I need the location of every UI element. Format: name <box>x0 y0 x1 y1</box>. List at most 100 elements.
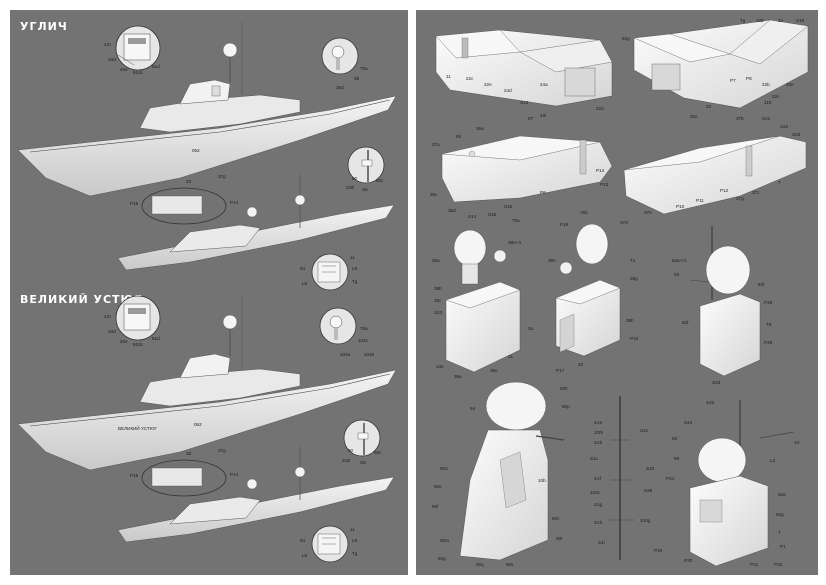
svg-text:S30: S30 <box>346 185 355 190</box>
svg-text:33: 33 <box>186 179 192 184</box>
svg-text:P16: P16 <box>630 336 639 341</box>
svg-text:T: T <box>778 530 781 535</box>
ship1-title: УГЛИЧ <box>20 20 68 33</box>
svg-text:34: 34 <box>528 326 534 331</box>
svg-text:S14: S14 <box>468 214 477 219</box>
svg-text:L9: L9 <box>302 281 308 286</box>
svg-text:64: 64 <box>300 266 306 271</box>
svg-text:T0: T0 <box>766 322 772 327</box>
svg-text:38n: 38n <box>548 258 556 263</box>
svg-text:62f: 62f <box>758 282 765 287</box>
svg-text:100g: 100g <box>640 518 651 523</box>
svg-text:P8: P8 <box>746 76 752 81</box>
svg-text:23e: 23e <box>786 82 794 87</box>
svg-text:75b: 75b <box>580 210 588 215</box>
svg-text:63a+r1: 63a+r1 <box>672 258 687 263</box>
svg-text:S19: S19 <box>796 18 805 23</box>
svg-text:35c: 35c <box>430 192 438 197</box>
superstructure-block-2: 37b S21 S22 S23 37g 37c T P10 P11 P12 37… <box>620 116 807 225</box>
svg-text:P18: P18 <box>560 222 569 227</box>
svg-text:510c: 510c <box>133 342 144 347</box>
svg-text:P17: P17 <box>556 368 565 373</box>
svg-text:L3: L3 <box>770 458 776 463</box>
svg-text:S1c: S1c <box>590 456 599 461</box>
svg-text:T: T <box>778 180 781 185</box>
svg-text:63: 63 <box>674 272 680 277</box>
svg-text:33: 33 <box>186 451 192 456</box>
svg-text:60m: 60m <box>440 538 449 543</box>
svg-text:60t: 60t <box>556 536 563 541</box>
svg-text:62g: 62g <box>776 512 784 517</box>
svg-text:40e: 40e <box>120 339 128 344</box>
svg-text:43i: 43i <box>540 113 546 118</box>
svg-text:62a: 62a <box>778 492 786 497</box>
svg-text:S41: S41 <box>640 428 649 433</box>
deckhouse-2: 62g Tg 105 10 S19 P7 P8 20 22b 23e 22c 1… <box>622 18 809 119</box>
svg-text:10e: 10e <box>436 364 444 369</box>
svg-text:100l: 100l <box>594 430 603 435</box>
svg-text:38g: 38g <box>630 276 638 281</box>
svg-text:P22: P22 <box>774 562 783 567</box>
svg-text:105: 105 <box>756 18 764 23</box>
svg-text:104c: 104c <box>358 338 369 343</box>
svg-text:10: 10 <box>778 18 784 23</box>
svg-text:5T: 5T <box>528 116 534 121</box>
svg-text:40e: 40e <box>120 67 128 72</box>
svg-text:60s: 60s <box>506 562 514 567</box>
svg-text:42c: 42c <box>104 42 112 47</box>
svg-text:T1: T1 <box>630 258 636 263</box>
svg-text:S44: S44 <box>684 420 693 425</box>
svg-text:37d: 37d <box>620 220 628 225</box>
svg-text:P24: P24 <box>666 476 675 481</box>
svg-text:32e: 32e <box>690 114 698 119</box>
svg-text:P25: P25 <box>764 340 773 345</box>
svg-text:60: 60 <box>352 176 358 181</box>
svg-text:60c: 60c <box>552 516 560 521</box>
svg-text:062: 062 <box>194 422 202 427</box>
svg-text:37g: 37g <box>218 174 226 179</box>
svg-text:42c: 42c <box>104 314 112 319</box>
svg-text:38c: 38c <box>434 298 442 303</box>
svg-text:S1i: S1i <box>598 540 605 545</box>
svg-text:S30: S30 <box>342 458 351 463</box>
svg-text:L9: L9 <box>302 553 308 558</box>
svg-text:60g: 60g <box>438 556 446 561</box>
svg-text:20: 20 <box>706 104 712 109</box>
svg-text:P20: P20 <box>684 558 693 563</box>
svg-text:60e: 60e <box>434 484 442 489</box>
svg-text:64: 64 <box>300 538 306 543</box>
svg-text:S1h: S1h <box>594 520 603 525</box>
svg-text:22c: 22c <box>772 94 780 99</box>
radar-tower-1: 75a 38n+4 38a 38b 38c S23 34 21 10e 38e … <box>432 218 534 379</box>
svg-text:37e: 37e <box>644 210 652 215</box>
ship2-title: ВЕЛИКИЙ УСТЮГ <box>20 293 143 306</box>
svg-text:38a: 38a <box>432 258 440 263</box>
svg-text:36e: 36e <box>490 368 498 373</box>
svg-text:22b: 22b <box>762 82 770 87</box>
svg-text:22e: 22e <box>484 82 492 87</box>
svg-text:60c: 60c <box>376 178 384 183</box>
svg-text:P15: P15 <box>130 201 139 206</box>
svg-text:11: 11 <box>350 527 355 532</box>
svg-text:62f: 62f <box>682 320 689 325</box>
svg-text:P14: P14 <box>596 168 605 173</box>
svg-text:40d: 40d <box>108 329 116 334</box>
ship2-detail-antenna: 75a 104c 104a 104b <box>319 307 375 357</box>
svg-text:P1: P1 <box>780 544 786 549</box>
svg-text:35d: 35d <box>448 208 456 213</box>
svg-text:P21: P21 <box>750 562 759 567</box>
svg-text:60f: 60f <box>432 504 439 509</box>
svg-text:60p: 60p <box>562 404 570 409</box>
page-gutter <box>408 10 416 575</box>
ship2-detail-bridge: 42c 40d 40e 510c 51d <box>104 295 161 347</box>
svg-text:60: 60 <box>348 448 354 453</box>
svg-text:37a: 37a <box>432 142 440 147</box>
svg-text:37b: 37b <box>736 116 744 121</box>
svg-text:100c: 100c <box>590 490 601 495</box>
svg-text:60c: 60c <box>374 450 382 455</box>
svg-text:S43: S43 <box>712 380 721 385</box>
svg-text:P26: P26 <box>764 300 773 305</box>
svg-text:510c: 510c <box>133 70 144 75</box>
svg-text:P13: P13 <box>600 182 609 187</box>
